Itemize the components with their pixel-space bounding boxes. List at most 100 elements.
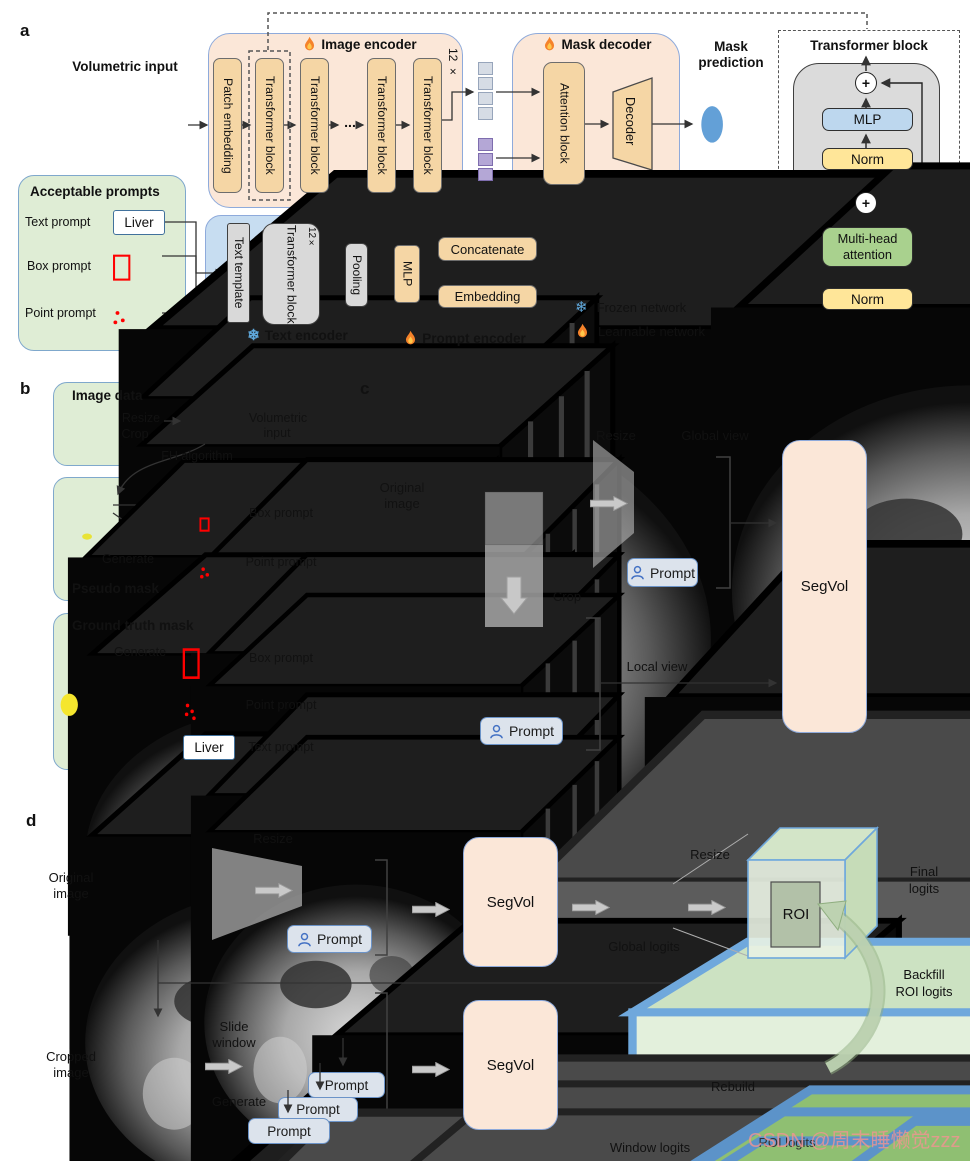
residual-add-lower: + — [855, 192, 877, 214]
b-pseudo-box-cube-icon — [190, 517, 620, 1040]
mask-decoder-title: Mask decoder — [525, 36, 670, 53]
d-global-logits-label: Global logits — [608, 939, 680, 954]
b-gt-box-cube-icon — [182, 648, 620, 1161]
point-prompt-cube-icon — [113, 311, 614, 841]
text-transformer-block-box: Transformer block — [262, 223, 320, 325]
multi-head-attention-box: Multi-head attention — [822, 227, 913, 267]
d-resize-label: Resize — [253, 831, 293, 846]
mask-prediction-label-2: prediction — [698, 55, 764, 70]
image-token — [478, 92, 493, 105]
d-window-prompt-button-1: Prompt — [248, 1118, 330, 1144]
image-token — [478, 107, 493, 120]
person-icon — [297, 932, 312, 947]
image-data-title: Image data — [72, 388, 143, 403]
person-icon — [630, 565, 645, 580]
b-pseudo-generate-label: Generate — [101, 552, 155, 566]
d-original-label-1: Original — [48, 870, 94, 885]
pooling-box: Pooling — [345, 243, 368, 307]
b-gt-point-label: Point prompt — [245, 698, 317, 712]
d-rebuild-label: Rebuild — [710, 1079, 756, 1094]
snowflake-icon: ❄ — [247, 327, 260, 344]
d-global-prompt-button: Prompt — [287, 925, 372, 953]
c-segvol-box: SegVol — [782, 440, 867, 733]
transformer-block-2: Transformer block — [300, 58, 329, 193]
image-token — [478, 77, 493, 90]
c-original-label-2: image — [384, 496, 420, 511]
decoder-label: Decoder — [623, 97, 638, 146]
c-global-prompt-button: Prompt — [627, 558, 698, 587]
pseudo-mask-title: Pseudo mask — [72, 581, 160, 596]
d-window-prompt-button-3: Prompt — [308, 1072, 385, 1098]
flame-icon — [404, 330, 417, 347]
backfill-arrow — [817, 900, 886, 1075]
dashed-connector — [248, 12, 868, 201]
b-pseudo-point-cube-icon — [190, 567, 620, 1043]
prompt-token — [478, 138, 493, 151]
c-local-view-label: Local view — [626, 659, 688, 674]
volumetric-input-label: Volumetric input — [72, 59, 178, 74]
residual-add-top: + — [855, 72, 877, 94]
flame-icon — [303, 36, 316, 53]
image-encoder-title: Image encoder — [275, 36, 445, 53]
b-pseudo-box-label: Box prompt — [249, 506, 313, 520]
attention-block-box: Attention block — [543, 62, 585, 185]
d-backfill-label-1: Backfill — [903, 967, 945, 982]
norm-box-upper: Norm — [822, 148, 913, 170]
b-crop-label: Crop — [121, 427, 149, 441]
prompt-encoder-title: Prompt encoder — [390, 330, 540, 347]
box-prompt-label: Box prompt — [27, 259, 91, 273]
text-transformer-repeat: 12× — [306, 227, 317, 250]
text-prompt-label: Text prompt — [25, 215, 91, 229]
box-prompt-cube-icon — [113, 254, 598, 793]
acceptable-prompts-title: Acceptable prompts — [30, 184, 160, 199]
d-roi-rect — [770, 881, 821, 948]
c-crop-block-arrow — [499, 576, 529, 615]
snowflake-icon: ❄ — [575, 299, 588, 316]
watermark: CSDN @周末睡懒觉zzz — [748, 1130, 961, 1152]
d-logits-projection-lines — [672, 833, 749, 957]
d-backfill-label-2: ROI logits — [895, 984, 953, 999]
d-slide-label-2: window — [212, 1035, 256, 1050]
decoder-shape — [612, 77, 653, 171]
image-token — [478, 62, 493, 75]
d-resize2-label: Resize — [690, 847, 730, 862]
c-arrows — [600, 518, 778, 688]
d-original-label-2: image — [53, 886, 89, 901]
c-crop-label: Crop — [552, 589, 582, 604]
panel-b-label: b — [20, 379, 31, 398]
text-encoder-title: ❄ Text encoder — [247, 327, 348, 344]
prompt-token — [478, 153, 493, 166]
d-cropped-label-2: image — [53, 1065, 89, 1080]
frozen-network-label: Frozen network — [596, 300, 687, 315]
c-resize-label: Resize — [596, 428, 636, 443]
norm-box-lower: Norm — [822, 288, 913, 310]
point-prompt-label: Point prompt — [25, 306, 96, 320]
encoder-ellipsis: ... — [344, 114, 356, 130]
legend-frozen-row: ❄ Frozen network — [575, 300, 686, 315]
c-global-view-label: Global view — [681, 428, 749, 443]
b-gt-point-cube-icon — [184, 703, 620, 1161]
panel-c-label: c — [360, 379, 370, 398]
d-segvol-box-1: SegVol — [463, 837, 558, 967]
b-resize-label: Resize — [121, 411, 161, 425]
d-final-label-1: Final — [909, 864, 939, 879]
patch-embedding-box: Patch embedding — [213, 58, 242, 193]
flame-icon — [576, 323, 589, 340]
prompt-token — [478, 168, 493, 181]
concatenate-box: Concatenate — [438, 237, 537, 261]
c-original-label-1: Original — [379, 480, 425, 495]
legend-learnable-row: Learnable network — [576, 323, 705, 340]
d-cropped-label-1: Cropped — [46, 1049, 96, 1064]
transformer-block-3: Transformer block — [367, 58, 396, 193]
c-local-prompt-button: Prompt — [480, 717, 563, 745]
person-icon — [489, 724, 504, 739]
mask-prediction-cube-icon — [701, 106, 970, 861]
d-final-label-2: logits — [908, 881, 940, 896]
ground-truth-title: Ground truth mask — [72, 618, 194, 633]
text-template-box: Text template — [227, 223, 250, 323]
panel-a-label: a — [20, 21, 30, 40]
b-volumetric-label-2: input — [263, 426, 291, 440]
c-crop-region — [484, 491, 544, 546]
roi-label: ROI — [782, 906, 810, 923]
